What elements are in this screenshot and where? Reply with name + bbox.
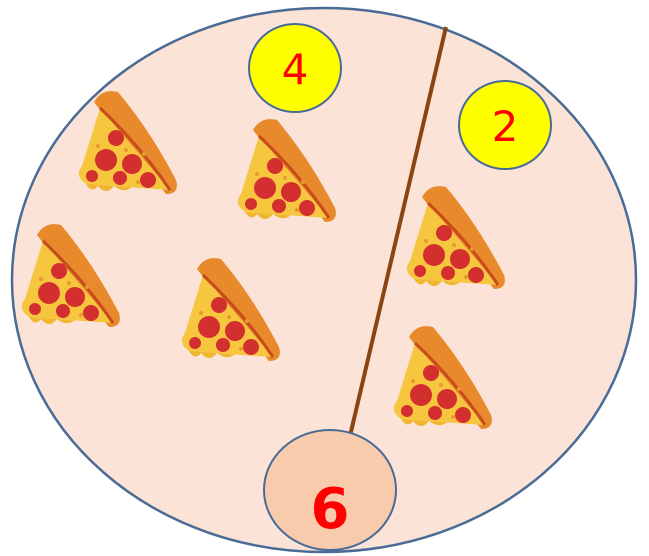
total-label: 6 (311, 477, 350, 542)
right-count-bubble: 2 (459, 81, 551, 169)
left-count-label: 4 (282, 45, 309, 94)
right-count-label: 2 (492, 102, 519, 151)
total-bubble: 6 (264, 430, 396, 550)
left-count-bubble: 4 (249, 24, 341, 112)
